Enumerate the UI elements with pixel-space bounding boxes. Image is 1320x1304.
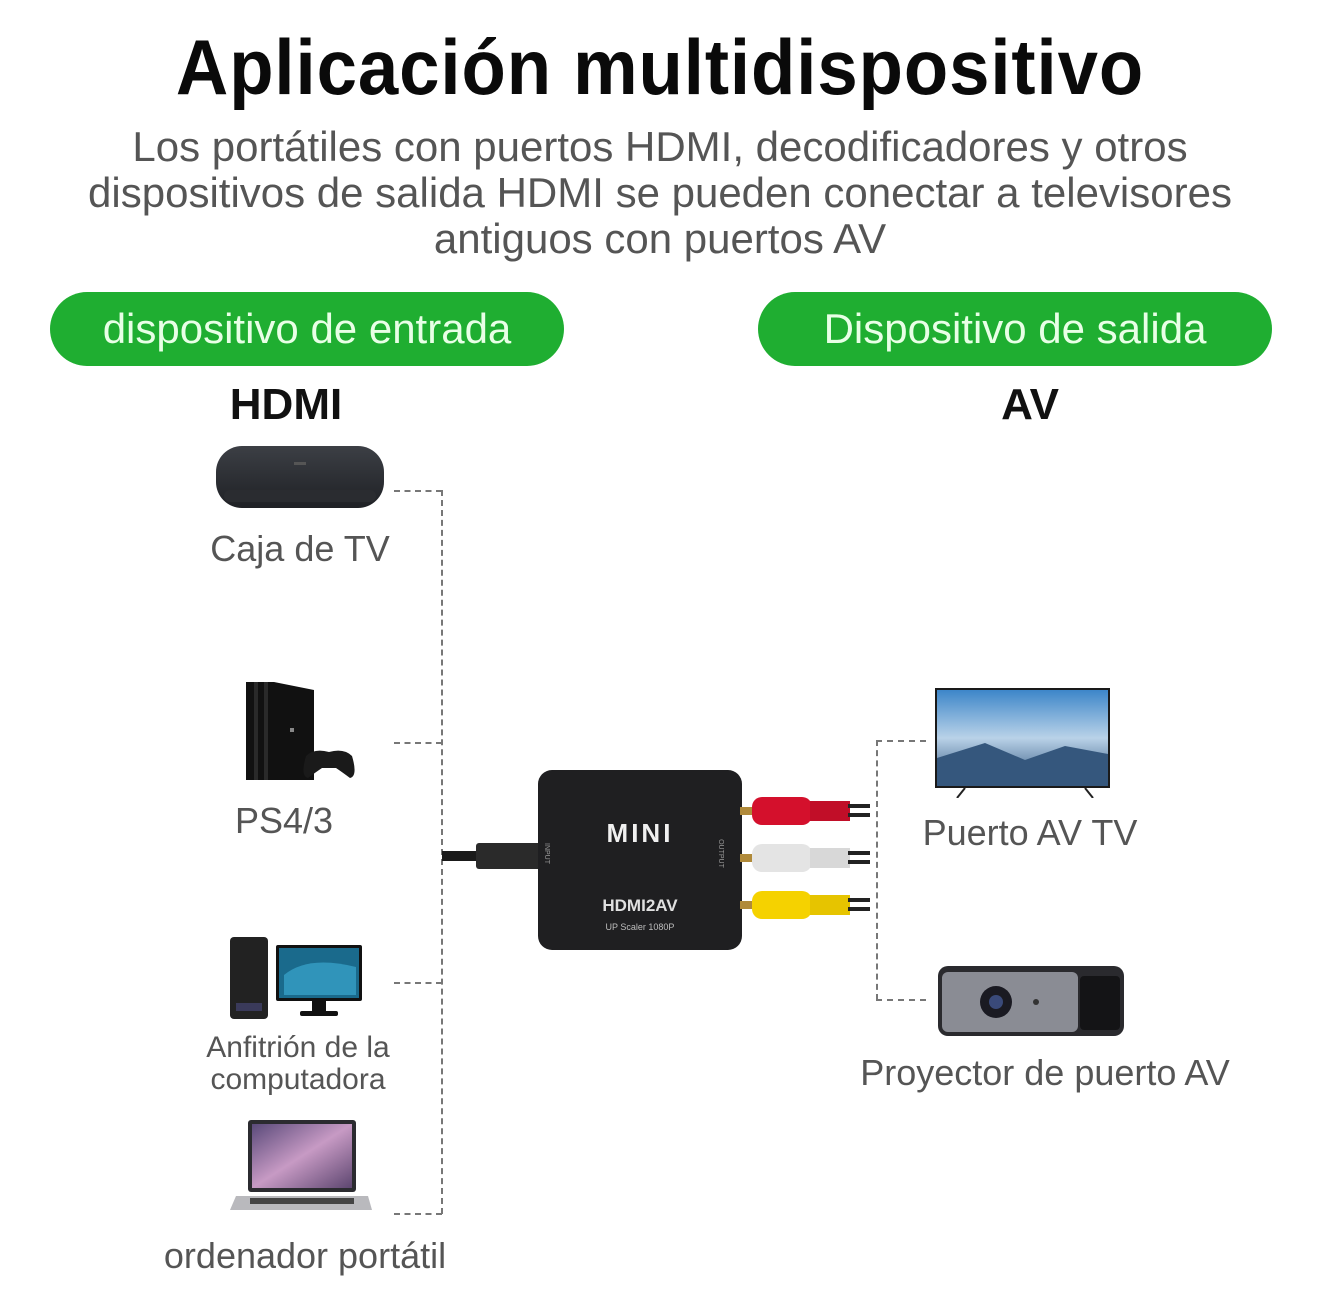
connector-tv (876, 740, 926, 742)
adapter-tagline: UP Scaler 1080P (605, 922, 675, 932)
output-connector-vertical (876, 740, 878, 1000)
subtitle-line: Los portátiles con puertos HDMI, decodif… (132, 123, 1188, 170)
ps4-label: PS4/3 (234, 800, 334, 841)
projector-icon (938, 966, 1124, 1036)
desktop-computer-icon (228, 935, 364, 1020)
projector-label: Proyector de puerto AV (860, 1052, 1230, 1093)
hdmi-cable-icon (442, 835, 542, 875)
adapter-input-port-label: INPUT (543, 843, 550, 864)
adapter-model: HDMI2AV (602, 896, 678, 915)
connector-tv-box (394, 490, 442, 492)
connector-ps4 (394, 742, 442, 744)
adapter-output-port-label: OUTPUT (716, 839, 724, 868)
laptop-label: ordenador portátil (163, 1235, 447, 1276)
connector-laptop (394, 1213, 442, 1215)
connector-projector (876, 999, 926, 1001)
subtitle-line: dispositivos de salida HDMI se pueden co… (88, 169, 1232, 216)
tv-box-icon (214, 440, 386, 515)
game-console-icon (244, 680, 359, 785)
input-device-badge: dispositivo de entrada (50, 292, 564, 366)
connector-pc (394, 982, 442, 984)
rca-white-plug (740, 840, 870, 876)
rca-red-plug (740, 793, 870, 829)
subtitle-line: antiguos con puertos AV (433, 215, 887, 262)
adapter-brand: MINI (606, 818, 674, 848)
av-heading: AV (1001, 380, 1059, 429)
desktop-computer-label: Anfitrión de la computadora (206, 1031, 390, 1096)
television-icon (935, 688, 1110, 799)
tv-box-label: Caja de TV (210, 528, 390, 569)
tv-label: Puerto AV TV (922, 812, 1138, 853)
rca-yellow-plug (740, 887, 870, 923)
subtitle: Los portátiles con puertos HDMI, decodif… (20, 124, 1300, 262)
laptop-icon (228, 1120, 372, 1218)
output-device-badge: Dispositivo de salida (758, 292, 1272, 366)
hdmi-heading: HDMI (229, 380, 343, 429)
page-title: Aplicación multidispositivo (175, 23, 1145, 111)
hdmi2av-adapter: MINI HDMI2AV UP Scaler 1080P INPUT OUTPU… (538, 770, 742, 950)
